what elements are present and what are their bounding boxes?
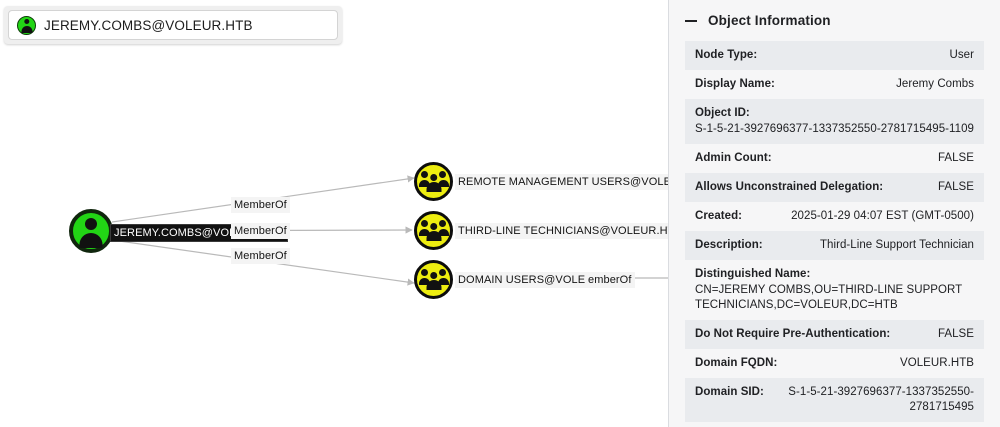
group-head-right-icon	[439, 269, 446, 276]
property-key: Domain SID:	[695, 386, 764, 398]
object-property-list: Node Type: User Display Name: Jeremy Com…	[669, 41, 1000, 427]
minus-icon[interactable]	[685, 19, 697, 22]
property-key: Description:	[695, 239, 763, 251]
edge-label-memberof-2[interactable]: MemberOf	[231, 223, 290, 239]
property-value: S-1-5-21-3927696377-1337352550-278171549…	[788, 386, 974, 413]
property-row: Do Not Require Pre-Authentication: FALSE	[685, 320, 984, 349]
node-search-card[interactable]: JEREMY.COMBS@VOLEUR.HTB	[4, 6, 342, 44]
property-value: FALSE	[937, 328, 974, 340]
user-circle-icon	[17, 15, 36, 35]
group-body-center-icon	[426, 280, 441, 290]
property-row: Domain SID: S-1-5-21-3927696377-13373525…	[685, 378, 984, 422]
property-key: Display Name:	[695, 78, 775, 90]
search-input-value: JEREMY.COMBS@VOLEUR.HTB	[44, 17, 253, 33]
group-body-left-icon	[418, 277, 430, 285]
group-head-center-icon	[429, 222, 438, 230]
edge-label-memberof-1[interactable]: MemberOf	[231, 197, 290, 213]
property-key: Domain FQDN:	[695, 357, 778, 369]
property-row: Allows Unconstrained Delegation: FALSE	[685, 173, 984, 202]
edge-label-memberof-3[interactable]: MemberOf	[231, 248, 290, 264]
group-body-right-icon	[437, 277, 449, 285]
group-body-center-icon	[426, 231, 441, 241]
graph-node-user[interactable]	[69, 209, 113, 253]
user-body-icon	[79, 233, 103, 248]
property-value: FALSE	[937, 181, 974, 193]
property-row: Description: Third-Line Support Technici…	[685, 231, 984, 260]
property-key: Do Not Require Pre-Authentication:	[695, 328, 891, 340]
graph-node-group-remote-management[interactable]	[414, 162, 453, 201]
graph-node-label-remote-management[interactable]: REMOTE MANAGEMENT USERS@VOLEUR.HTB	[455, 174, 668, 190]
property-value: VOLEUR.HTB	[900, 357, 974, 369]
object-information-header[interactable]: Object Information	[669, 0, 1000, 41]
group-body-left-icon	[418, 228, 430, 236]
group-body-right-icon	[437, 179, 449, 187]
property-value: 2025-01-29 04:07 EST (GMT-0500)	[791, 210, 974, 222]
group-head-left-icon	[421, 269, 428, 276]
graph-node-group-domain-users[interactable]	[414, 260, 453, 299]
graph-node-group-third-line[interactable]	[414, 211, 453, 250]
group-head-center-icon	[429, 271, 438, 279]
property-key: Allows Unconstrained Delegation:	[695, 181, 884, 193]
group-body-right-icon	[437, 228, 449, 236]
panel-title: Object Information	[708, 13, 831, 28]
search-input[interactable]: JEREMY.COMBS@VOLEUR.HTB	[8, 10, 338, 40]
group-body-center-icon	[426, 182, 441, 192]
property-key: Object ID:	[695, 107, 750, 119]
property-value: FALSE	[937, 152, 974, 164]
property-key: Created:	[695, 210, 743, 222]
object-information-panel: Object Information Node Type: User Displ…	[668, 0, 1000, 427]
property-value: Third-Line Support Technician	[819, 239, 974, 251]
property-row: Domain FQDN: VOLEUR.HTB	[685, 349, 984, 378]
property-value: CN=JEREMY COMBS,OU=THIRD-LINE SUPPORT TE…	[695, 284, 963, 311]
group-head-right-icon	[439, 171, 446, 178]
graph-node-label-third-line[interactable]: THIRD-LINE TECHNICIANS@VOLEUR.HTB	[455, 223, 668, 239]
property-key: Node Type:	[695, 49, 758, 61]
property-key: Admin Count:	[695, 152, 772, 164]
property-row: Distinguished Name: CN=JEREMY COMBS,OU=T…	[685, 260, 984, 320]
group-head-center-icon	[429, 173, 438, 181]
property-row: Display Name: Jeremy Combs	[685, 70, 984, 99]
user-head-icon	[85, 218, 97, 230]
group-head-left-icon	[421, 171, 428, 178]
group-head-left-icon	[421, 220, 428, 227]
property-value: Jeremy Combs	[896, 78, 974, 90]
property-value: S-1-5-21-3927696377-1337352550-278171549…	[695, 123, 974, 135]
property-value: User	[949, 49, 974, 61]
property-row: Created: 2025-01-29 04:07 EST (GMT-0500)	[685, 202, 984, 231]
property-row: Node Type: User	[685, 41, 984, 70]
property-row: Admin Count: FALSE	[685, 144, 984, 173]
property-row: Object ID: S-1-5-21-3927696377-133735255…	[685, 99, 984, 144]
edge-label-memberof-4[interactable]: emberOf	[585, 272, 635, 288]
group-body-left-icon	[418, 179, 430, 187]
group-head-right-icon	[439, 220, 446, 227]
graph-canvas[interactable]: JEREMY.COMBS@VOLEUR.HTB JEREMY.COMBS@VOL…	[0, 0, 668, 427]
property-row: Enabled: TRUE	[685, 422, 984, 427]
property-key: Distinguished Name:	[695, 268, 811, 280]
